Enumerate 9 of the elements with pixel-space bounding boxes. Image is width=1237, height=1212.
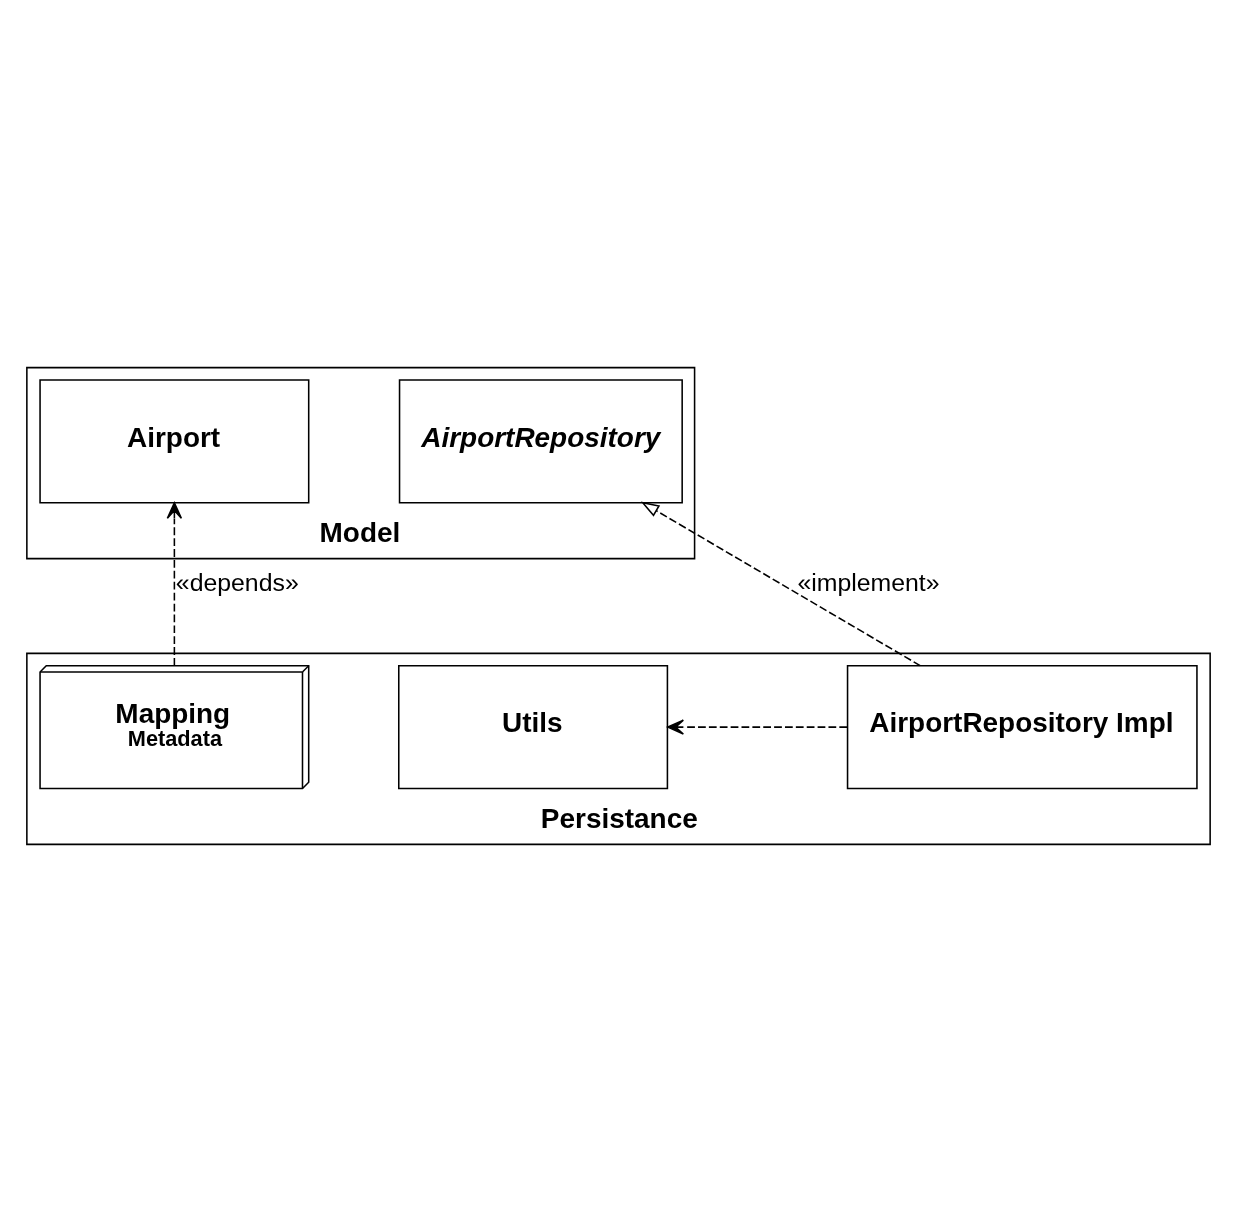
node-box: AirportRepository Impl: [846, 665, 1198, 790]
node-box: Airport: [39, 379, 310, 504]
arrow: [667, 719, 848, 735]
edge-label: «depends»: [175, 568, 299, 596]
arrow: [166, 502, 183, 667]
node-box: AirportRepository: [398, 379, 683, 504]
edge-label: «implement»: [797, 568, 940, 596]
node-box: Utils: [398, 665, 669, 790]
arrow: [640, 501, 921, 667]
